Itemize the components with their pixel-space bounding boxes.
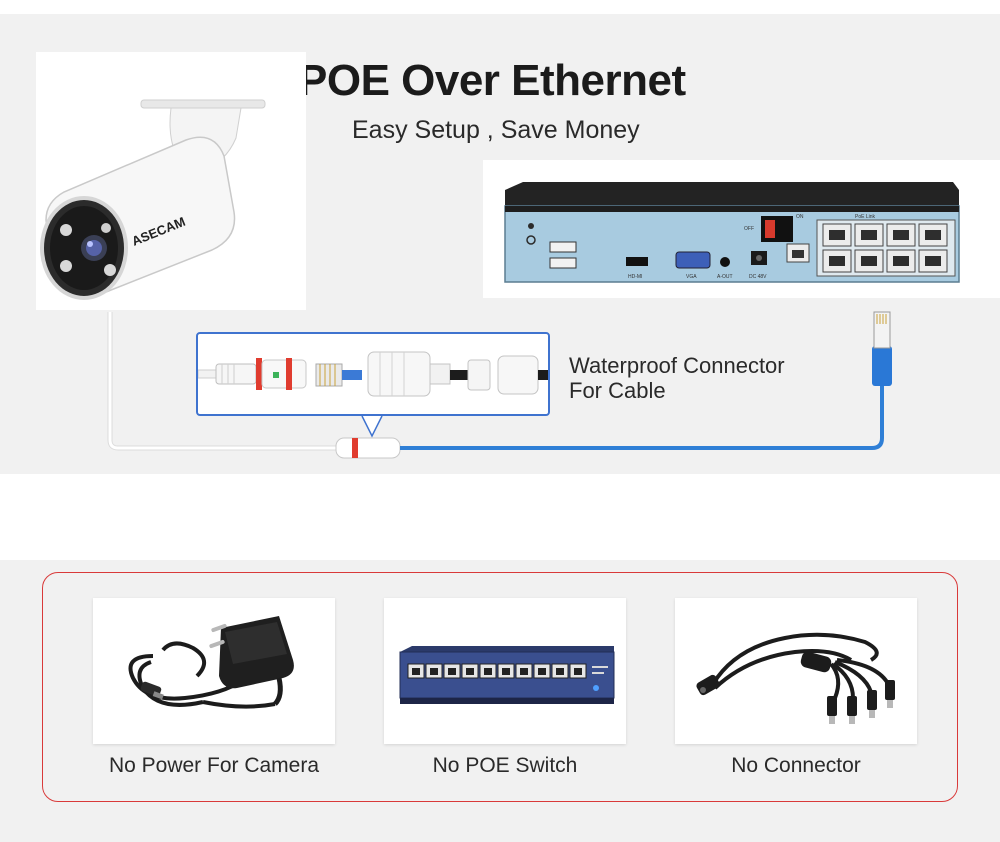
feature-card-connector: [675, 598, 917, 744]
features-frame: [42, 572, 958, 802]
feature-card-power: [93, 598, 335, 744]
connector-label-line1: Waterproof Connector: [569, 353, 785, 378]
waterproof-connector-icon: [198, 351, 548, 397]
connector-label: Waterproof Connector For Cable: [569, 353, 785, 403]
connector-label-line2: For Cable: [569, 378, 666, 403]
feature-label-power: No Power For Camera: [108, 754, 320, 777]
vga-label: VGA: [686, 274, 697, 280]
dc-label: DC 48V: [749, 274, 767, 280]
poe-link-label: PoE Link: [855, 214, 876, 220]
page-title: POE Over Ethernet: [298, 56, 686, 105]
bullet-camera-icon: ASECAM: [40, 99, 266, 300]
audio-label: A-OUT: [717, 274, 733, 280]
on-label: ON: [796, 214, 804, 220]
feature-card-switch: [384, 598, 626, 744]
feature-label-switch: No POE Switch: [432, 754, 578, 777]
power-adapter-icon: [128, 616, 294, 709]
off-label: OFF: [744, 226, 754, 232]
nvr-recorder-icon: HD-MI VGA A-OUT DC 48V OFF ON PoE Link: [504, 182, 960, 283]
page-subtitle: Easy Setup , Save Money: [352, 116, 640, 144]
poe-switch-icon: [399, 646, 615, 704]
connector-callout: [196, 332, 550, 416]
hdmi-label: HD-MI: [628, 274, 642, 280]
camera-image: ASECAM: [36, 52, 306, 310]
splitter-cable-icon: [696, 632, 895, 724]
nvr-image: HD-MI VGA A-OUT DC 48V OFF ON PoE Link: [483, 160, 1000, 298]
feature-label-connector: No Connector: [731, 754, 861, 777]
